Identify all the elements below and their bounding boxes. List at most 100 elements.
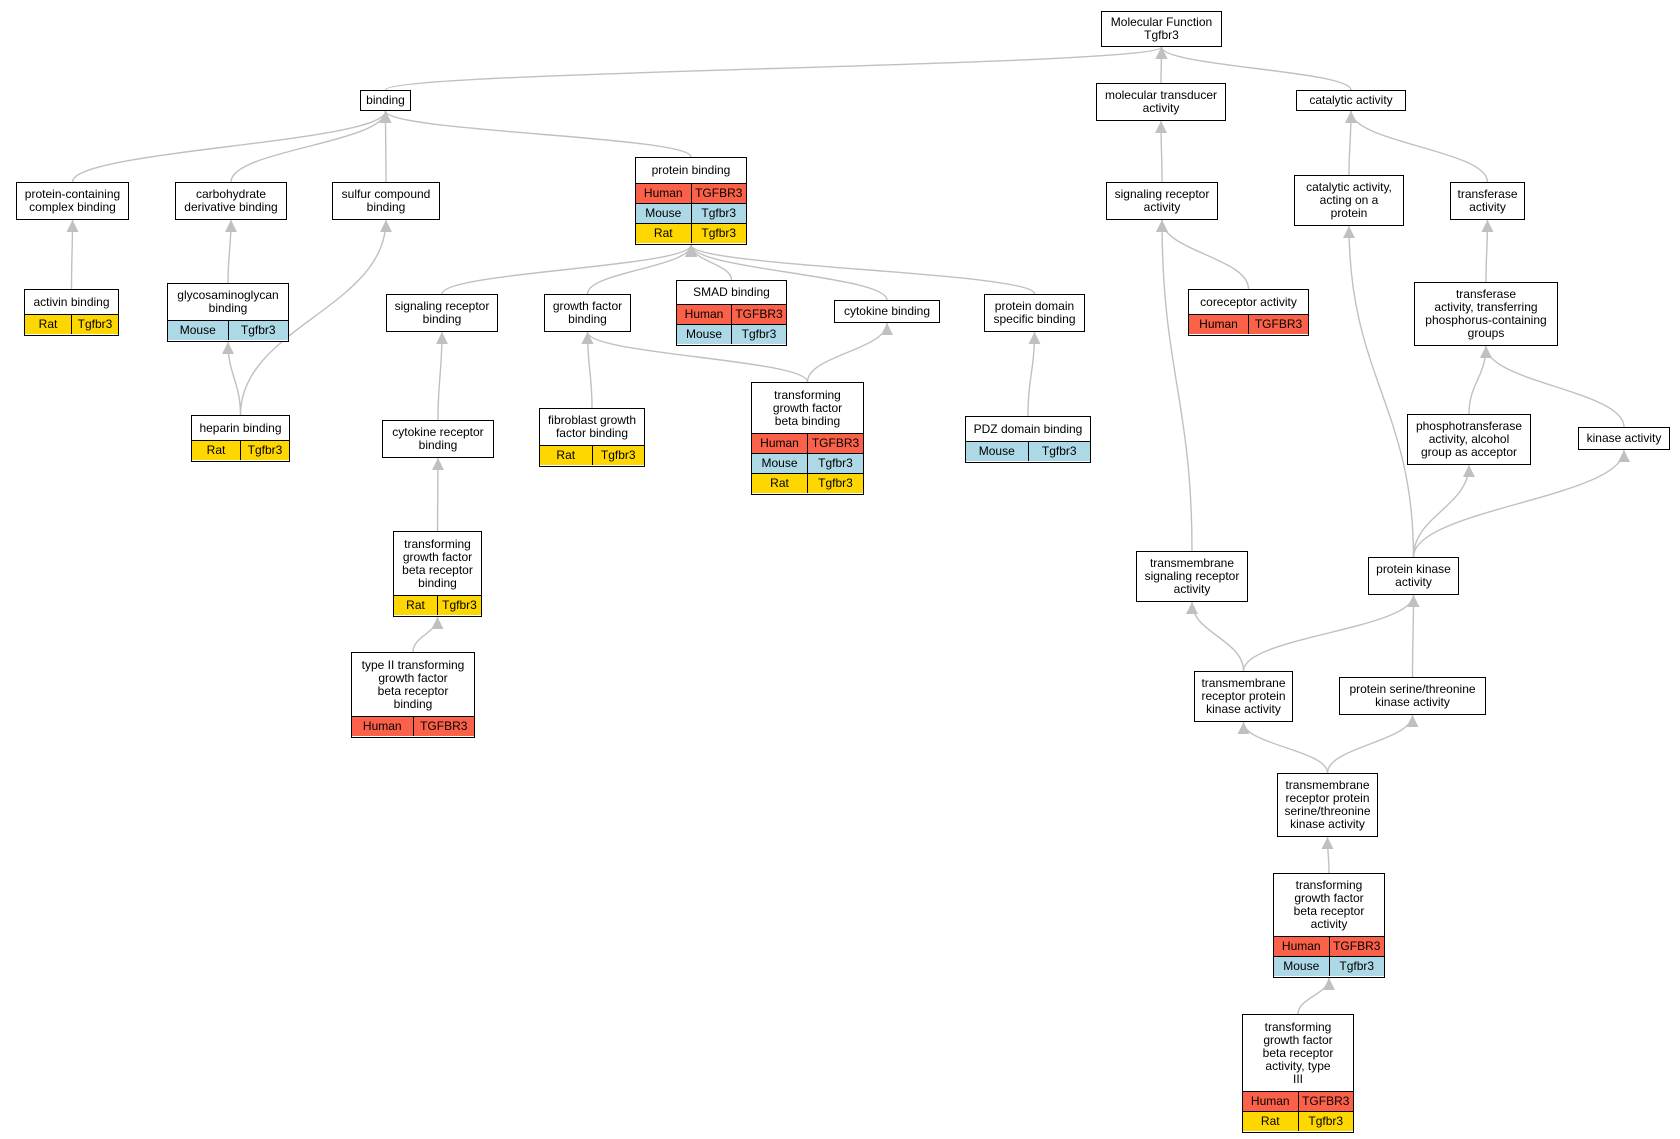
species-cell: Human: [1250, 1094, 1290, 1108]
go-term-label-line: growth factor: [1294, 891, 1364, 905]
go-term-label-line: signaling receptor: [394, 298, 490, 313]
go-term-label-line: binding: [418, 437, 458, 452]
species-cell: Rat: [38, 317, 58, 331]
go-term-label-line: growth factor: [402, 549, 473, 564]
edge-moltrans-to-mf: [1155, 46, 1168, 84]
go-term-label-line: kinase activity: [1375, 694, 1450, 709]
edge-protdomain-to-protbind: [685, 244, 1036, 295]
go-term-cytokine[interactable]: cytokine binding: [834, 300, 940, 323]
go-term-label-line: acting on a: [1319, 192, 1379, 207]
edge-protkinase-to-kinase: [1412, 449, 1630, 558]
edge-fgf-to-gfbind: [581, 331, 594, 409]
edge-tmsigrec-to-sigrecact: [1156, 219, 1193, 552]
go-term-label: protein binding: [636, 158, 746, 183]
go-term-label-line: molecular transducer: [1104, 87, 1218, 102]
edge-tgfbrec3-to-tgfbrecact: [1297, 977, 1335, 1015]
gene-cell: Tgfbr3: [227, 321, 289, 340]
go-term-label-line: coreceptor activity: [1200, 294, 1297, 309]
go-term-label: activin binding: [25, 290, 118, 314]
gene-cell: Tgfbr3: [807, 474, 863, 493]
go-term-label-line: protein serine/threonine: [1349, 681, 1476, 696]
species-cell: Mouse: [645, 206, 682, 220]
go-term-label: SMAD binding: [677, 281, 786, 304]
go-term-label-line: activity: [1469, 199, 1506, 214]
go-term-label-line: activity: [1173, 581, 1211, 596]
species-cell: Mouse: [978, 444, 1015, 458]
edge-phosalc-to-transphos: [1468, 345, 1492, 415]
go-term-label-line: signaling receptor: [1144, 568, 1240, 583]
go-term-label-line: activity, transferring: [1434, 299, 1538, 314]
go-term-label-line: receptor protein: [1201, 688, 1286, 703]
species-cell: Rat: [556, 448, 576, 462]
go-term-label-line: PDZ domain binding: [973, 421, 1083, 436]
go-term-label-line: transforming: [1264, 1019, 1332, 1034]
edge-kinase-to-transphos: [1480, 345, 1625, 428]
go-term-label-line: serine/threonine: [1284, 803, 1371, 818]
edge-cytrec-to-sigrecbind: [435, 331, 448, 421]
go-term-label-line: binding: [208, 301, 248, 315]
go-term-catalytic[interactable]: catalytic activity: [1296, 90, 1406, 111]
go-term-label-line: transferase: [1457, 186, 1518, 201]
go-term-label: heparin binding: [192, 416, 289, 440]
gene-cell: Tgfbr3: [807, 454, 863, 473]
go-term-label-line: sulfur compound: [341, 186, 431, 201]
go-term-label-line: protein kinase: [1376, 561, 1451, 576]
edge-tgfbbind-to-cytokine: [806, 322, 893, 383]
edge-catprot-to-catalytic: [1344, 110, 1357, 176]
go-term-label-line: transmembrane: [1149, 555, 1235, 570]
go-term-binding[interactable]: binding: [360, 90, 411, 111]
go-term-label-line: binding: [393, 696, 433, 711]
go-term-label-line: transforming: [404, 536, 471, 551]
edge-tgfbrecbind-to-cytrec: [431, 457, 444, 532]
go-term-kinase[interactable]: kinase activity: [1578, 427, 1670, 450]
